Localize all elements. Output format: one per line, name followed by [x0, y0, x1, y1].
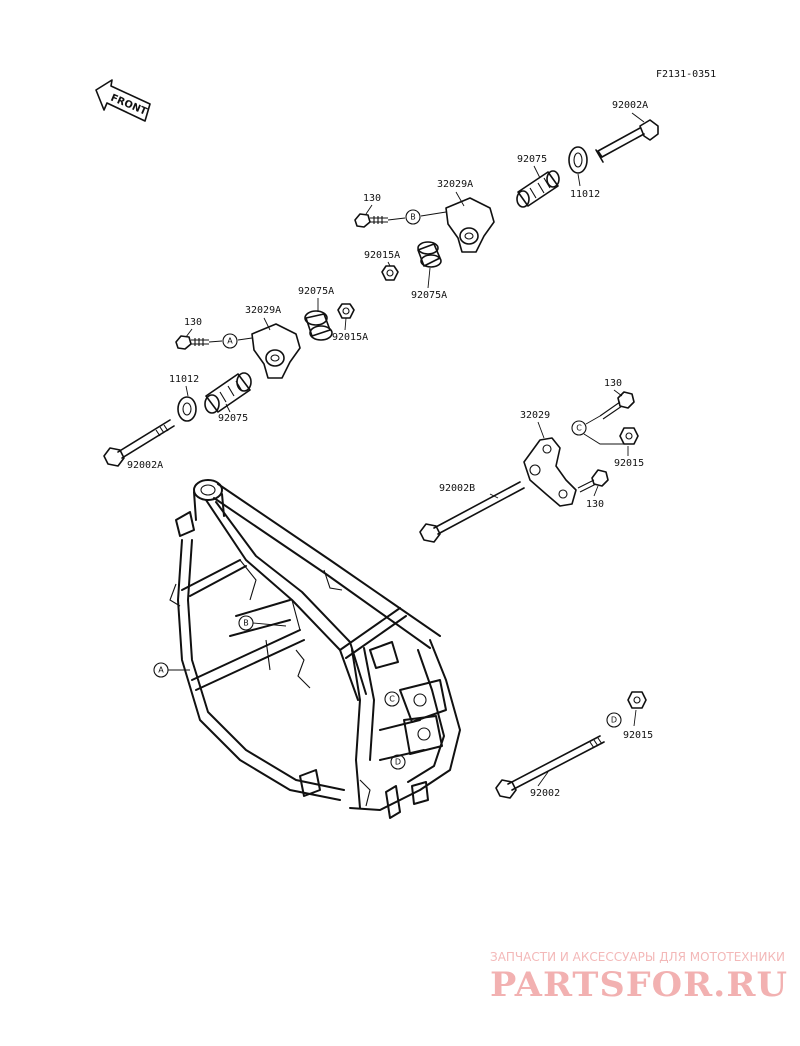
- bolt-130-mid: [175, 335, 209, 350]
- callout-130-mid: 130: [184, 317, 202, 328]
- bolt-130-right-bottom: [577, 469, 609, 493]
- marker-C-right: C: [571, 420, 587, 436]
- callout-92075A-top: 92075A: [411, 290, 447, 301]
- svg-text:A: A: [158, 666, 164, 675]
- nut-92015-bottom: [627, 691, 647, 709]
- collar-92075-mid: [204, 372, 252, 414]
- washer-11012-top: [568, 146, 588, 174]
- marker-A-frame: A: [153, 662, 169, 678]
- motorcycle-frame: [169, 479, 461, 819]
- bolt-92002B: [419, 481, 525, 543]
- bracket-32029A-mid: [251, 323, 301, 379]
- callout-92002A-mid: 92002A: [127, 460, 163, 471]
- callout-92015-bottom: 92015: [623, 730, 653, 741]
- marker-A-mid: A: [222, 333, 238, 349]
- callout-92015A-top: 92015A: [364, 250, 400, 261]
- front-arrow-icon: FRONT: [95, 79, 151, 122]
- nut-92015-right: [619, 427, 639, 445]
- callout-130-right-top: 130: [604, 378, 622, 389]
- bolt-130-right-top: [599, 391, 635, 420]
- callout-11012-top: 11012: [570, 189, 600, 200]
- svg-text:B: B: [243, 619, 249, 628]
- callout-92002: 92002: [530, 788, 560, 799]
- bracket-32029A-top: [445, 197, 495, 253]
- bushing-92075A-top: [417, 241, 442, 268]
- callout-92075-mid: 92075: [218, 413, 248, 424]
- collar-92075-top: [516, 170, 560, 208]
- callout-92002B: 92002B: [439, 483, 475, 494]
- watermark-logo: PARTSFOR.RU: [490, 965, 788, 1005]
- figure-code: F2131-0351: [656, 69, 716, 80]
- callout-92015A-mid: 92015A: [332, 332, 368, 343]
- washer-11012-mid: [177, 396, 197, 422]
- bracket-32029: [523, 437, 577, 507]
- marker-D-frame: D: [390, 754, 406, 770]
- bushing-92075A-mid: [304, 310, 333, 341]
- watermark-caption: ЗАПЧАСТИ И АКСЕССУАРЫ ДЛЯ МОТОТЕХНИКИ: [490, 950, 785, 964]
- svg-text:D: D: [611, 716, 617, 725]
- bolt-92002A-mid: [103, 419, 175, 467]
- nut-92015A-top: [381, 265, 399, 281]
- callout-92015-right: 92015: [614, 458, 644, 469]
- watermark: ЗАПЧАСТИ И АКСЕССУАРЫ ДЛЯ МОТОТЕХНИКИ PA…: [490, 950, 788, 1005]
- callout-92075A-mid: 92075A: [298, 286, 334, 297]
- svg-text:B: B: [410, 213, 416, 222]
- callout-32029: 32029: [520, 410, 550, 421]
- bolt-92002: [495, 735, 605, 799]
- svg-text:D: D: [395, 758, 401, 767]
- marker-B-top: B: [405, 209, 421, 225]
- callout-92002A-top: 92002A: [612, 100, 648, 111]
- marker-C-frame: C: [384, 691, 400, 707]
- marker-D-right: D: [606, 712, 622, 728]
- svg-text:C: C: [576, 424, 582, 433]
- callout-130-top: 130: [363, 193, 381, 204]
- marker-B-frame: B: [238, 615, 254, 631]
- nut-92015A-mid: [337, 303, 355, 319]
- svg-text:A: A: [227, 337, 233, 346]
- bolt-92002A-top: [595, 119, 659, 163]
- callout-32029A-top: 32029A: [437, 179, 473, 190]
- svg-text:C: C: [389, 695, 395, 704]
- callout-11012-mid: 11012: [169, 374, 199, 385]
- bolt-130-top: [354, 213, 388, 228]
- callout-92075-top: 92075: [517, 154, 547, 165]
- callout-32029A-mid: 32029A: [245, 305, 281, 316]
- callout-130-right-bottom: 130: [586, 499, 604, 510]
